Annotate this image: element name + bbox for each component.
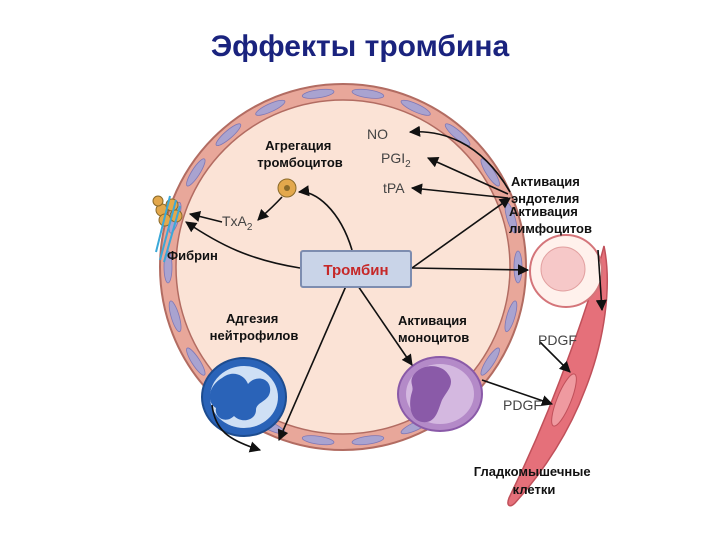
label-fibrin: Фибрин — [167, 248, 218, 263]
endothelial-cell — [400, 99, 431, 116]
endothelial-cell — [255, 99, 286, 116]
molecule-pgi2: PGI2 — [381, 150, 411, 170]
lymphocyte — [529, 234, 603, 308]
arrow-monocyte-muscle — [481, 379, 554, 407]
svg-text:Активация лимфоцитов: Активация лимфоцитов — [509, 204, 592, 236]
label-smooth-muscle-2: клетки — [513, 482, 556, 497]
fibrin-strands — [155, 195, 181, 263]
svg-text:Гладкомышечные клетки: Гладкомышечные клетки — [474, 464, 594, 497]
arrow-platelet-txa2 — [257, 196, 283, 221]
arrow-lymphocyte-pdgf — [595, 249, 607, 312]
svg-text:Агрегация тромбоцитов: Агрегация тромбоцитов — [257, 138, 343, 170]
arrow-thrombin-lymphocyte — [411, 264, 530, 276]
slide-title: Эффекты тромбина — [210, 30, 510, 63]
svg-text:Активация эндотелия: Активация эндотелия — [511, 174, 584, 206]
label-monocyte-1: Активация — [398, 313, 467, 328]
endothelial-cell — [504, 300, 518, 333]
molecule-pdgf-2: PDGF — [503, 397, 542, 413]
arrow-endothelium-pgi2 — [426, 157, 509, 195]
label-lymphocyte-1: Активация — [509, 204, 578, 219]
svg-text:Активация моноцитов: Активация моноцитов — [398, 313, 471, 345]
endothelial-cell — [351, 88, 385, 99]
label-neutrophil-1: Адгезия — [226, 311, 278, 326]
arrow-thrombin-fibrin — [185, 221, 301, 269]
thrombin-label: Тромбин — [323, 262, 388, 279]
endothelial-cell — [168, 300, 182, 333]
label-endothelium-2: эндотелия — [511, 191, 579, 206]
arrow-endothelium-no — [408, 125, 511, 193]
label-neutrophil-2: нейтрофилов — [210, 328, 299, 343]
label-platelet-aggregation-2: тромбоцитов — [257, 155, 343, 170]
svg-text:Адгезия нейтрофилов: Адгезия нейтрофилов — [210, 311, 299, 343]
endothelial-cell — [301, 88, 335, 99]
molecule-tpa: tPA — [383, 180, 405, 196]
endothelial-cell — [480, 347, 500, 376]
arrow-txa2-fibrin — [188, 211, 223, 223]
endothelial-cell — [480, 158, 500, 187]
arrow-thrombin-monocyte — [357, 285, 413, 366]
arrow-thrombin-platelet — [297, 185, 353, 251]
endothelial-cell — [351, 435, 385, 446]
label-lymphocyte-2: лимфоцитов — [509, 221, 592, 236]
molecule-no: NO — [367, 126, 388, 142]
neutrophil — [201, 357, 287, 437]
label-smooth-muscle-1: Гладкомышечные — [474, 464, 591, 479]
arrows — [185, 125, 607, 453]
label-endothelium-1: Активация — [511, 174, 580, 189]
arrow-pdgf-muscle — [539, 341, 571, 373]
endothelial-cell — [186, 347, 206, 376]
monocyte — [397, 356, 483, 432]
smooth-muscle-nucleus — [551, 373, 577, 427]
arrow-endothelium-tpa — [410, 183, 509, 199]
thrombin-box — [300, 250, 412, 288]
activated-platelet — [277, 178, 297, 198]
molecule-pdgf-1: PDGF — [538, 332, 577, 348]
endothelial-cell — [215, 123, 242, 147]
endothelial-cell — [301, 435, 335, 446]
molecule-txa2: TxA2 — [222, 213, 253, 233]
label-monocyte-2: моноцитов — [398, 330, 469, 345]
arrow-thrombin-neutrophil — [277, 285, 347, 442]
arrow-neutrophil-wall — [211, 404, 262, 453]
endothelial-cell — [513, 250, 523, 284]
endothelial-cell — [186, 158, 206, 187]
endothelial-cell — [444, 123, 471, 147]
arrow-thrombin-endothelium — [411, 197, 511, 269]
label-platelet-aggregation-1: Агрегация — [265, 138, 331, 153]
